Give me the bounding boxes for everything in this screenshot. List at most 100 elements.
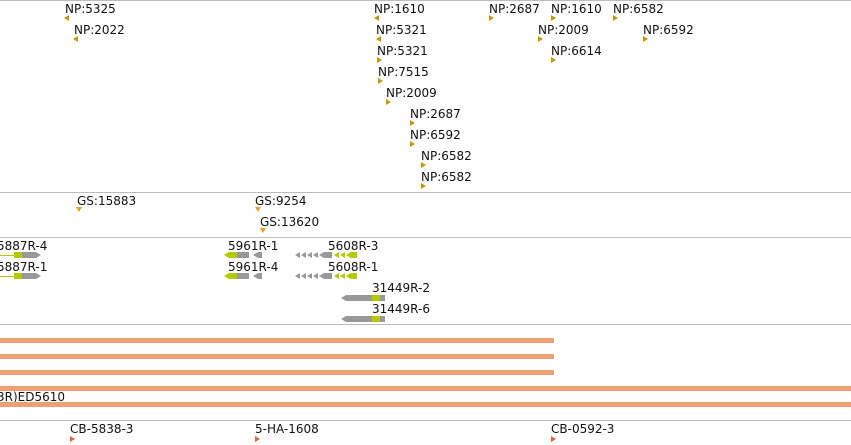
arrow-left-icon — [307, 252, 312, 258]
arrow-left-icon — [341, 316, 346, 322]
gs-feature-label: GS:13620 — [260, 215, 320, 229]
gene-track: 5887R-4 5887R-1 5961R-1 5961R-4 5608R-3 — [0, 238, 851, 324]
coverage-label: 3R)ED5610 — [0, 390, 66, 404]
gene-label: 5887R-4 — [0, 239, 48, 253]
down-marker-icon — [260, 228, 266, 233]
exon-block — [380, 295, 385, 301]
exon-block — [346, 316, 372, 322]
strand-minus-marker-icon — [374, 15, 379, 21]
gs-feature-label: GS:15883 — [77, 194, 137, 208]
strand-plus-marker-icon — [489, 15, 494, 21]
utr-block — [14, 252, 22, 258]
utr-block — [14, 273, 22, 279]
coverage-bar[interactable] — [0, 386, 851, 391]
np-feature-label: NP:1610 — [374, 2, 425, 16]
track-separator — [0, 0, 851, 1]
cb-feature-label: 5-HA-1608 — [255, 422, 319, 436]
exon-block — [22, 252, 36, 258]
track-separator — [0, 324, 851, 325]
arrow-left-icon — [307, 273, 312, 279]
np-feature-label: NP:1610 — [551, 2, 602, 16]
strand-plus-marker-icon — [421, 183, 426, 189]
coverage-bar[interactable] — [0, 370, 554, 375]
np-feature-label: NP:5325 — [65, 2, 116, 16]
np-feature-label: NP:6582 — [421, 170, 472, 184]
exon-block — [258, 273, 262, 279]
arrow-left-icon — [224, 273, 229, 279]
strand-plus-marker-icon — [538, 36, 543, 42]
exon-block — [22, 273, 36, 279]
down-marker-icon — [255, 207, 261, 212]
coverage-bar[interactable] — [0, 354, 554, 359]
strand-plus-marker-icon — [378, 78, 383, 84]
track-separator — [0, 192, 851, 193]
gene-label: 5961R-4 — [228, 260, 279, 274]
utr-block — [372, 295, 380, 301]
strand-plus-marker-icon — [643, 36, 648, 42]
utr-block — [351, 273, 357, 279]
strand-plus-marker-icon — [410, 141, 415, 147]
arrow-left-icon — [319, 273, 324, 279]
np-feature-label: NP:2687 — [489, 2, 540, 16]
intron-line — [0, 255, 14, 256]
gene-label: 5887R-1 — [0, 260, 48, 274]
arrow-left-icon — [340, 252, 345, 258]
exon-block — [324, 273, 332, 279]
arrow-left-icon — [340, 273, 345, 279]
coverage-track: 3R)ED5610 — [0, 325, 851, 420]
exon-block — [346, 295, 372, 301]
np-feature-label: NP:7515 — [378, 65, 429, 79]
arrow-left-icon — [224, 252, 229, 258]
strand-plus-marker-icon — [551, 15, 556, 21]
arrow-left-icon — [295, 273, 300, 279]
strand-plus-marker-icon — [377, 57, 382, 63]
arrow-left-icon — [319, 252, 324, 258]
exon-block — [324, 252, 332, 258]
np-feature-label: NP:2687 — [410, 107, 461, 121]
gs-feature-label: GS:9254 — [255, 194, 307, 208]
strand-plus-marker-icon — [421, 162, 426, 168]
strand-minus-marker-icon — [73, 36, 78, 42]
arrow-right-icon — [36, 273, 41, 279]
utr-block — [351, 252, 357, 258]
track-separator — [0, 237, 851, 238]
strand-plus-marker-icon — [551, 436, 556, 442]
np-feature-label: NP:5321 — [377, 44, 428, 58]
gene-label: 5961R-1 — [228, 239, 279, 253]
strand-plus-marker-icon — [410, 120, 415, 126]
utr-block — [229, 273, 237, 279]
arrow-left-icon — [301, 273, 306, 279]
np-feature-label: NP:6582 — [613, 2, 664, 16]
coverage-bar[interactable] — [0, 338, 554, 343]
exon-block — [237, 252, 249, 258]
strand-plus-marker-icon — [386, 99, 391, 105]
np-track: NP:5325 NP:2022 NP:1610 NP:5321 NP:5321 … — [0, 0, 851, 192]
arrow-left-icon — [341, 295, 346, 301]
down-marker-icon — [76, 207, 82, 212]
strand-plus-marker-icon — [551, 57, 556, 63]
gene-label: 5608R-3 — [328, 239, 379, 253]
cb-feature-label: CB-0592-3 — [551, 422, 615, 436]
cb-feature-label: CB-5838-3 — [70, 422, 134, 436]
strand-minus-marker-icon — [64, 15, 69, 21]
coverage-bar[interactable] — [0, 402, 851, 407]
np-feature-label: NP:5321 — [376, 23, 427, 37]
arrow-left-icon — [346, 273, 351, 279]
arrow-left-icon — [334, 252, 339, 258]
intron-line — [0, 276, 14, 277]
gene-label: 31449R-2 — [372, 281, 430, 295]
np-feature-label: NP:2009 — [538, 23, 589, 37]
strand-minus-marker-icon — [376, 36, 381, 42]
arrow-right-icon — [36, 252, 41, 258]
arrow-left-icon — [334, 273, 339, 279]
np-feature-label: NP:6582 — [421, 149, 472, 163]
strand-plus-marker-icon — [613, 15, 618, 21]
arrow-left-icon — [295, 252, 300, 258]
arrow-left-icon — [253, 273, 258, 279]
np-feature-label: NP:6592 — [643, 23, 694, 37]
utr-block — [372, 316, 380, 322]
arrow-left-icon — [313, 252, 318, 258]
np-feature-label: NP:2009 — [386, 86, 437, 100]
gene-label: 31449R-6 — [372, 302, 430, 316]
exon-block — [258, 252, 262, 258]
